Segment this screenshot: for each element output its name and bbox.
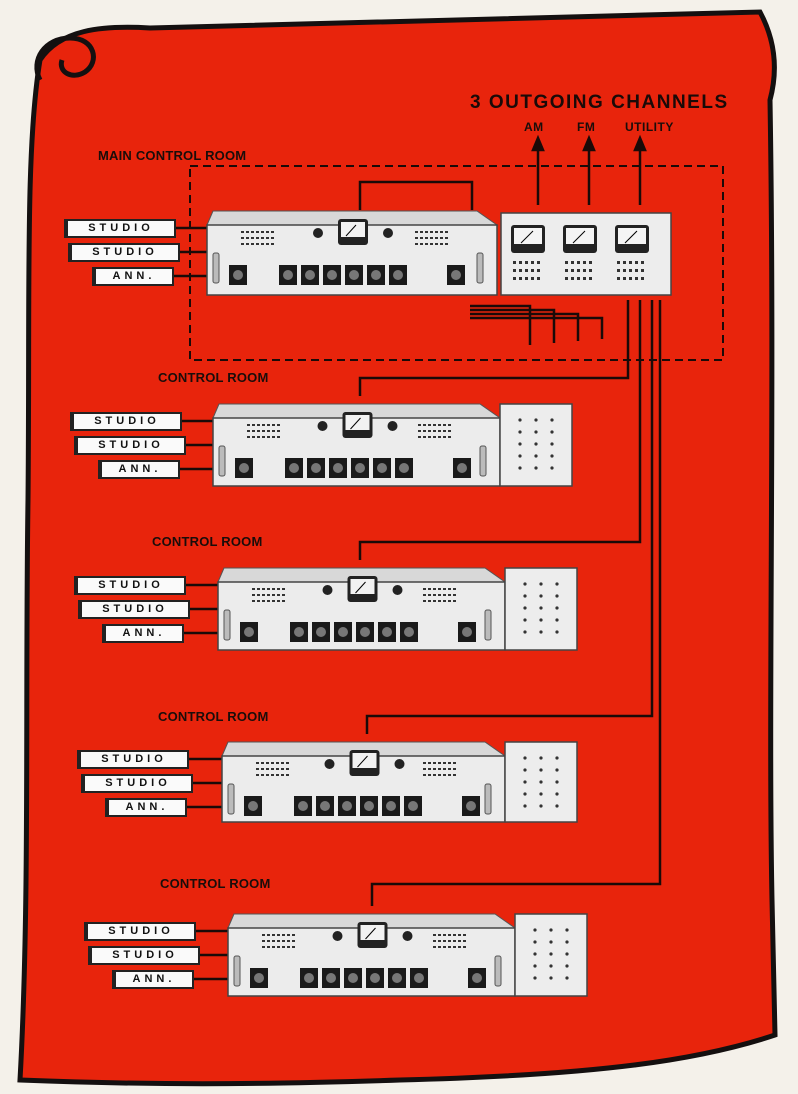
announcer-input-label: ANN. (112, 970, 194, 989)
knob (313, 228, 323, 238)
knob (323, 585, 333, 595)
knob (403, 931, 413, 941)
announcer-input-label: ANN. (92, 267, 174, 286)
studio-input-label: STUDIO (64, 219, 176, 238)
channels-title: 3 OUTGOING CHANNELS (470, 92, 729, 114)
knob (383, 228, 393, 238)
knob (325, 759, 335, 769)
console-1 (207, 211, 671, 295)
control-room-title: CONTROL ROOM (160, 876, 271, 891)
control-room-title: CONTROL ROOM (158, 370, 269, 385)
studio-input-label: STUDIO (70, 412, 182, 431)
control-room-title: CONTROL ROOM (158, 709, 269, 724)
channel-am-label: AM (524, 120, 544, 134)
studio-input-label: STUDIO (81, 774, 193, 793)
knob (393, 585, 403, 595)
knob (388, 421, 398, 431)
studio-input-label: STUDIO (74, 576, 186, 595)
studio-input-label: STUDIO (74, 436, 186, 455)
channel-utility-label: UTILITY (625, 120, 674, 134)
studio-input-label: STUDIO (78, 600, 190, 619)
studio-input-label: STUDIO (68, 243, 180, 262)
channel-fm-label: FM (577, 120, 595, 134)
console-3 (218, 568, 577, 650)
announcer-input-label: ANN. (102, 624, 184, 643)
console-2 (213, 404, 572, 486)
console-5 (228, 914, 587, 996)
studio-input-label: STUDIO (77, 750, 189, 769)
studio-input-label: STUDIO (84, 922, 196, 941)
knob (318, 421, 328, 431)
console-4 (222, 742, 577, 822)
studio-input-label: STUDIO (88, 946, 200, 965)
knob (395, 759, 405, 769)
announcer-input-label: ANN. (98, 460, 180, 479)
knob (333, 931, 343, 941)
control-room-title: CONTROL ROOM (152, 534, 263, 549)
main-control-room-title: MAIN CONTROL ROOM (98, 148, 246, 163)
announcer-input-label: ANN. (105, 798, 187, 817)
